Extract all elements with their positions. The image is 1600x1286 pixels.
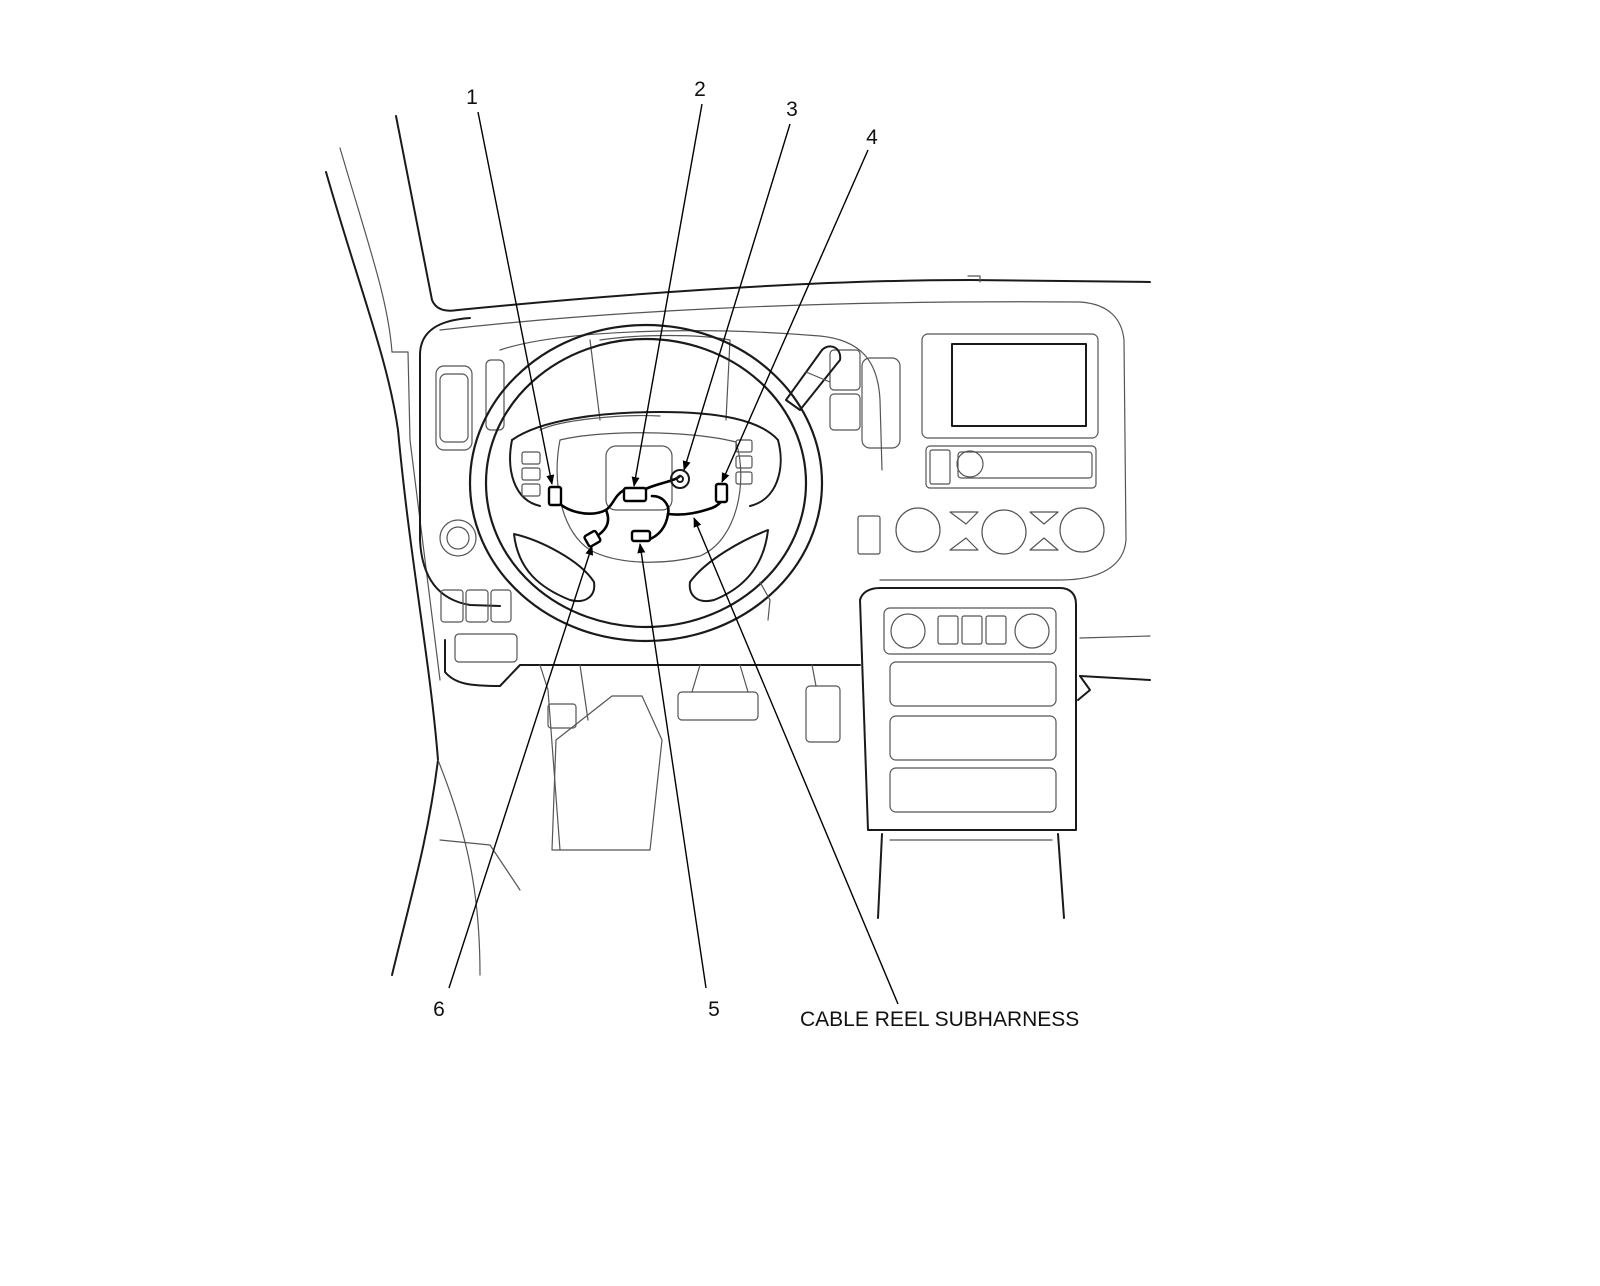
left-vents [435,359,518,663]
leader-4 [721,149,869,483]
leader-2 [631,103,703,487]
leader-6 [448,545,594,989]
turn-signal-stalk [785,345,842,411]
callout-5: 5 [708,998,720,1021]
leader-3 [682,123,791,471]
callout-labels: 1 2 3 4 5 6 CABLE REEL SUBHARNESS [433,78,1079,1031]
pedals [539,664,841,851]
connector-5 [630,529,652,543]
cable-reel-subharness [547,469,729,548]
leader-cable-reel [693,517,899,1005]
callout-6: 6 [433,998,445,1021]
dashboard-outline [419,275,1151,701]
leader-1 [477,111,555,485]
center-console [859,587,1077,919]
connector-4 [714,482,729,504]
connector-6 [583,529,602,548]
center-stack [895,333,1105,555]
callout-2: 2 [694,78,706,101]
instrument-cluster [499,330,901,555]
callout-3: 3 [786,98,798,121]
connector-2 [622,486,648,503]
connector-1 [547,485,563,507]
a-pillar [325,115,521,976]
callout-4: 4 [866,126,878,149]
callout-1: 1 [466,86,478,109]
steering-wheel [468,323,824,643]
callout-cable-reel-subharness: CABLE REEL SUBHARNESS [800,1008,1079,1031]
leader-lines [448,103,899,1005]
leader-5 [637,543,707,989]
